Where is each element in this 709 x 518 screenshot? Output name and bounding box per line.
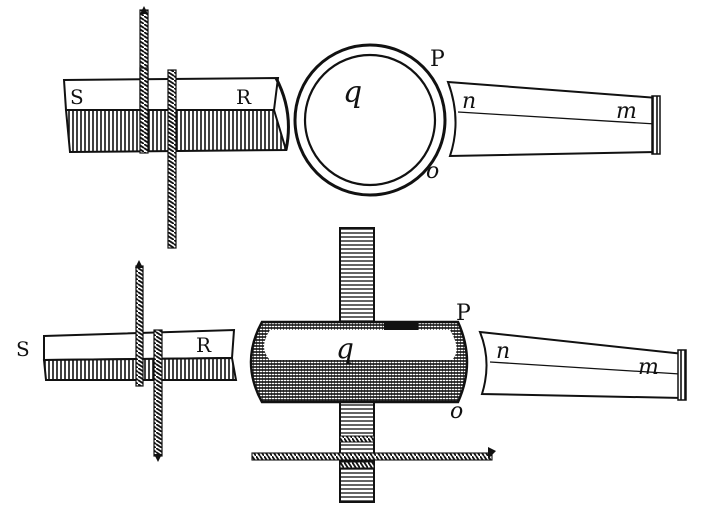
bottom-label-s: S [16,337,30,361]
bottom-drum [249,320,469,404]
bottom-right-bar [478,330,687,401]
bottom-label-p: P [456,301,471,326]
top-label-n: n [462,89,476,114]
bottom-label-n: n [496,339,510,364]
top-label-o: o [426,159,439,184]
bottom-horizontal-rope [251,435,496,469]
bottom-vertical-rope [135,260,163,462]
top-label-p: P [430,47,445,72]
figure-bottom: S R q P n m o [16,227,687,503]
bottom-label-r: R [196,333,212,357]
top-ring [293,43,447,197]
bottom-label-q: q [336,332,354,365]
top-label-q: q [343,75,362,110]
figure-top: S R q P n m o [62,6,661,249]
bottom-label-m: m [638,355,659,380]
top-label-r: R [236,85,252,109]
top-left-bar [62,76,290,154]
top-label-s: S [70,85,84,109]
top-right-bar [446,80,661,158]
bottom-label-o: o [450,399,463,424]
top-label-m: m [616,99,637,124]
top-vertical-rope [139,6,177,249]
